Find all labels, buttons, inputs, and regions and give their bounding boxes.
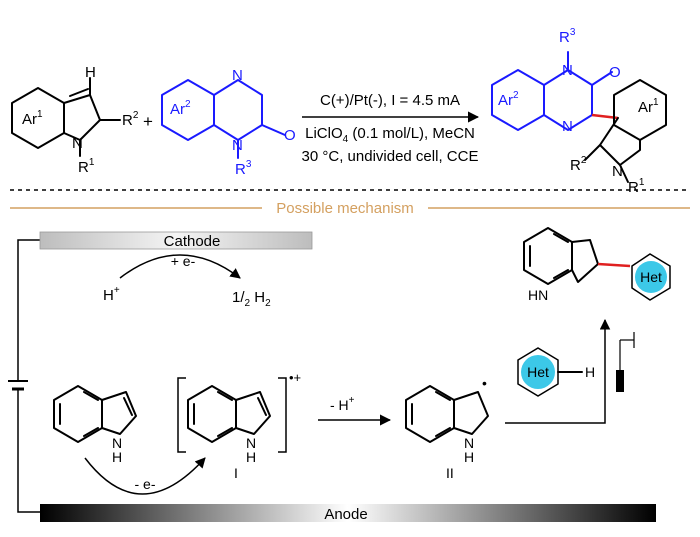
anode-label: Anode	[324, 506, 367, 523]
intermediate-I-label: I	[234, 465, 238, 481]
radical-cation-symbol: •+	[289, 370, 301, 385]
indole-reactant: H Ar1 N R2 R1	[11, 64, 139, 176]
cathode-electrode	[39, 231, 313, 250]
quinox-n-top: N	[232, 67, 243, 84]
mechanism-product: HN Het	[523, 227, 671, 303]
product-r3-label: R3	[559, 27, 576, 46]
coupled-product: Ar2 N N O R3 Ar1 N R2 R1	[491, 27, 667, 196]
radical-dot: •	[482, 375, 487, 391]
product-n-top: N	[562, 62, 573, 79]
electrolysis-icon	[616, 332, 635, 392]
het-label-reagent: Het	[527, 364, 549, 380]
mech-product-hn: HN	[528, 287, 548, 303]
ar1-label: Ar1	[22, 109, 43, 128]
het-label-product: Het	[640, 269, 662, 285]
indole-h-2: H	[246, 449, 256, 465]
product-r1-label: R1	[628, 177, 645, 196]
cathode-label: Cathode	[164, 233, 221, 250]
mech-new-bond	[597, 262, 631, 268]
quinox-o-label: O	[284, 127, 296, 144]
indole-n-3: N	[464, 435, 474, 451]
plus-e-label: + e-	[171, 253, 196, 269]
minus-hplus-label: - H+	[330, 395, 355, 413]
quinoxalinone-reactant: Ar2 N N O R3	[161, 67, 296, 178]
product-n-bottom: N	[562, 118, 573, 135]
r1-label: R1	[78, 157, 95, 176]
indole-starting: N H	[53, 385, 137, 465]
radical-cation-intermediate: N H •+ I	[177, 370, 301, 481]
indole-nh-1: N	[112, 435, 122, 451]
plus-sign: +	[143, 112, 153, 131]
circuit-wire-bottom	[17, 390, 40, 513]
indole-n-2: N	[246, 435, 256, 451]
product-r2-label: R2	[570, 155, 587, 174]
radical-intermediate: N H • II	[405, 375, 489, 481]
minus-e-label: - e-	[135, 476, 156, 492]
radical-coupling-arrow	[505, 318, 611, 424]
r2-label: R2	[122, 110, 139, 129]
ar2-label: Ar2	[170, 99, 191, 118]
indole-n-label: N	[72, 135, 83, 152]
mechanism-title: Possible mechanism	[276, 200, 414, 217]
conditions-line3: 30 °C, undivided cell, CCE	[302, 148, 479, 165]
conditions-line1: C(+)/Pt(-), I = 4.5 mA	[320, 92, 460, 109]
indole-h-3: H	[464, 449, 474, 465]
intermediate-II-label: II	[446, 465, 454, 481]
conditions-line2: LiClO4 (0.1 mol/L), MeCN	[305, 125, 475, 145]
het-h-label: H	[585, 364, 595, 380]
product-ar2-label: Ar2	[498, 90, 519, 109]
product-o-label: O	[609, 64, 621, 81]
het-h-reagent: Het H	[517, 347, 595, 397]
quinox-n-bottom: N	[232, 137, 243, 154]
half-h2-label: 1/2 H2	[232, 289, 271, 309]
h-plus-label: H+	[103, 285, 120, 304]
circuit-wire-top	[17, 239, 40, 380]
indole-h-1: H	[112, 449, 122, 465]
anode-electrode	[40, 504, 656, 522]
cathode-arc-arrow	[119, 254, 241, 279]
r3-label: R3	[235, 159, 252, 178]
product-ar1-label: Ar1	[638, 97, 659, 116]
product-n-indole: N	[612, 163, 623, 180]
indole-h-label: H	[85, 64, 96, 81]
anode-arc-arrow	[84, 457, 206, 495]
